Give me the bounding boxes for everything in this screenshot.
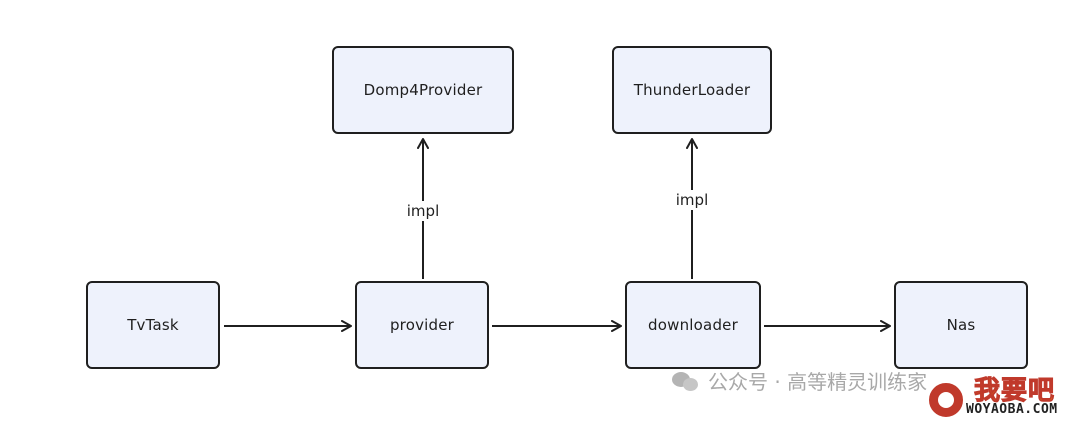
node-tvtask[interactable]: TvTask xyxy=(86,281,220,369)
node-domp4provider[interactable]: Domp4Provider xyxy=(332,46,514,134)
node-provider[interactable]: provider xyxy=(355,281,489,369)
node-downloader[interactable]: downloader xyxy=(625,281,761,369)
node-nas[interactable]: Nas xyxy=(894,281,1028,369)
edge-label-downloader-impl: impl xyxy=(672,190,712,210)
logo-chinese-text: 我要吧 xyxy=(973,376,1056,407)
watermark-text: 公众号 · 高等精灵训练家 xyxy=(708,370,928,394)
edge-label-provider-impl: impl xyxy=(403,201,443,221)
logo-english-text: WOYAOBA.COM xyxy=(966,402,1058,417)
logo-badge-icon xyxy=(926,380,966,420)
node-thunderloader[interactable]: ThunderLoader xyxy=(612,46,772,134)
wechat-icon xyxy=(672,370,700,392)
site-logo: 我要吧 WOYAOBA.COM xyxy=(926,370,1074,420)
watermark: 公众号 · 高等精灵训练家 xyxy=(672,366,927,395)
